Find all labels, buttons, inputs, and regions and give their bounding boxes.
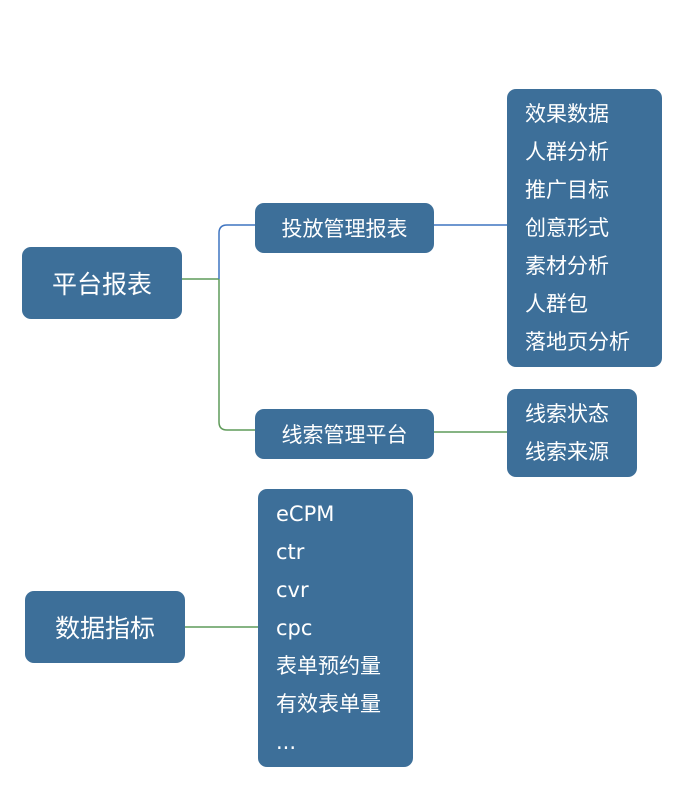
- metrics-item: cpc: [276, 616, 313, 640]
- ad-report-item: 推广目标: [525, 178, 609, 202]
- metrics-item: ctr: [276, 540, 305, 564]
- node-platform-report: 平台报表: [22, 247, 182, 319]
- metrics-item: eCPM: [276, 502, 335, 526]
- ad-report-item: 创意形式: [525, 216, 609, 240]
- leads-item: 线索状态: [525, 402, 609, 426]
- ad-report-item: 人群分析: [525, 140, 609, 164]
- connector-to-leads-platform: [218, 279, 255, 431]
- node-ad-report-label: 投放管理报表: [281, 217, 408, 241]
- node-leads-platform-label: 线索管理平台: [281, 423, 408, 447]
- metrics-item: 表单预约量: [276, 654, 381, 678]
- node-data-metrics: 数据指标: [25, 591, 185, 663]
- node-leads-platform: 线索管理平台: [255, 409, 434, 459]
- ad-report-item: 素材分析: [525, 254, 609, 278]
- ad-report-item: 人群包: [525, 292, 588, 316]
- node-data-metrics-label: 数据指标: [54, 614, 155, 643]
- metrics-items-list: eCPM ctr cvr cpc 表单预约量 有效表单量 ...: [258, 489, 413, 767]
- ad-report-items-list: 效果数据 人群分析 推广目标 创意形式 素材分析 人群包 落地页分析: [507, 89, 662, 367]
- metrics-item: cvr: [276, 578, 309, 602]
- metrics-item: 有效表单量: [276, 692, 381, 716]
- node-platform-report-label: 平台报表: [51, 270, 152, 299]
- leads-item: 线索来源: [525, 440, 609, 464]
- ad-report-item: 落地页分析: [525, 330, 630, 354]
- connector-to-ad-report: [218, 224, 255, 279]
- metrics-item: ...: [276, 730, 297, 754]
- node-ad-report: 投放管理报表: [255, 203, 434, 253]
- ad-report-item: 效果数据: [525, 102, 609, 126]
- leads-items-list: 线索状态 线索来源: [507, 389, 637, 477]
